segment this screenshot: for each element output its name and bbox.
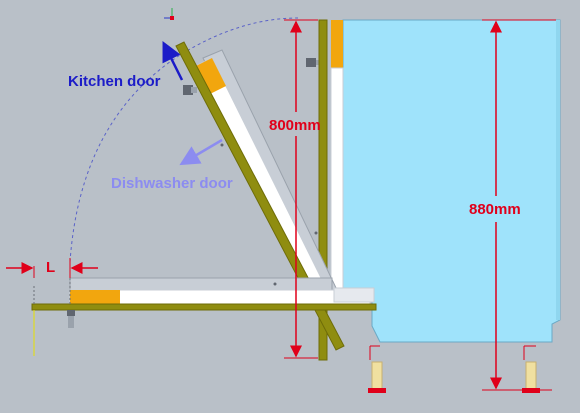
kitchen-door-closed: [318, 19, 328, 361]
cabinet-front-strip: [330, 67, 344, 289]
screw-dot: [314, 231, 318, 235]
floor-bolt-icon: [67, 310, 75, 328]
dim-880-line: [482, 19, 556, 391]
dim-800-label: 800mm: [269, 117, 321, 134]
dishwasher-door-horizontal: [31, 277, 377, 311]
cabinet-hinge-strip: [331, 20, 343, 68]
kitchen-door-label: Kitchen door: [68, 73, 161, 90]
axis-triad-icon: [164, 8, 174, 20]
dim-L-label: L: [46, 259, 55, 276]
arrow-up-left-icon: [162, 41, 184, 81]
cabinet-foot-left: [368, 345, 386, 393]
dim-880-label: 880mm: [469, 201, 521, 218]
dim-800-line: [284, 19, 318, 359]
screw-dot: [273, 282, 277, 286]
L-dimension: [6, 258, 98, 278]
door-swing-arc: [69, 17, 299, 263]
screw-dot: [220, 143, 224, 147]
door-bolt-icon: [183, 85, 197, 95]
arrow-down-left-icon: [179, 138, 223, 166]
dishwasher-door-label: Dishwasher door: [111, 175, 233, 192]
cabinet-edge: [556, 20, 560, 320]
cabinet-foot-right: [522, 345, 540, 393]
